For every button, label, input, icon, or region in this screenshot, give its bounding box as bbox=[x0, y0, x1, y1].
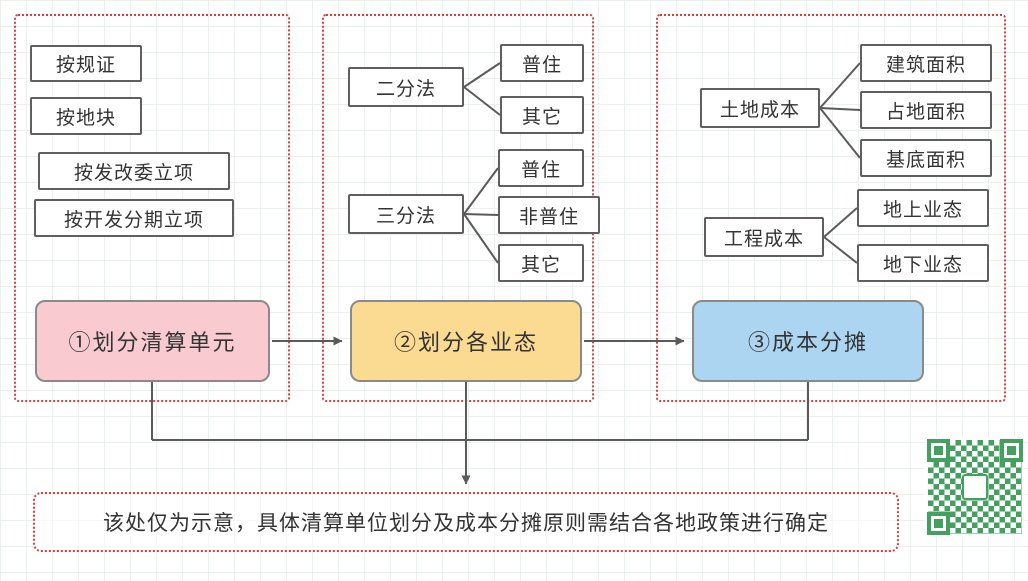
qr-finder-top-right bbox=[1000, 439, 1023, 462]
qr-finder-top-left bbox=[927, 439, 950, 462]
method-box: 三分法 bbox=[348, 194, 464, 234]
step3-result-box: ③成本分摊 bbox=[692, 300, 924, 382]
cost-type-box: 土地成本 bbox=[700, 88, 820, 128]
step3-panel bbox=[656, 14, 1006, 402]
step1-result-box: ①划分清算单元 bbox=[35, 300, 270, 382]
cost-type-box: 工程成本 bbox=[704, 217, 824, 257]
qr-code-icon bbox=[925, 437, 1025, 537]
step2-result-box: ②划分各业态 bbox=[350, 300, 582, 382]
category-box: 其它 bbox=[498, 244, 584, 282]
criterion-box: 按发改委立项 bbox=[38, 152, 230, 190]
qr-finder-bottom-left bbox=[927, 512, 950, 535]
area-box: 地上业态 bbox=[857, 189, 989, 227]
criterion-box: 按开发分期立项 bbox=[34, 199, 234, 237]
category-box: 普住 bbox=[500, 44, 584, 82]
criterion-box: 按规证 bbox=[30, 45, 142, 82]
area-box: 地下业态 bbox=[857, 244, 989, 282]
criterion-box: 按地块 bbox=[30, 97, 142, 135]
area-box: 建筑面积 bbox=[860, 44, 992, 82]
category-box: 非普住 bbox=[498, 196, 600, 234]
method-box: 二分法 bbox=[348, 67, 464, 107]
area-box: 基底面积 bbox=[860, 139, 992, 177]
summary-note: 该处仅为示意，具体清算单位划分及成本分摊原则需结合各地政策进行确定 bbox=[33, 492, 899, 552]
category-box: 其它 bbox=[500, 96, 584, 134]
area-box: 占地面积 bbox=[860, 91, 992, 129]
qr-center-badge bbox=[962, 474, 988, 500]
category-box: 普住 bbox=[498, 149, 584, 187]
